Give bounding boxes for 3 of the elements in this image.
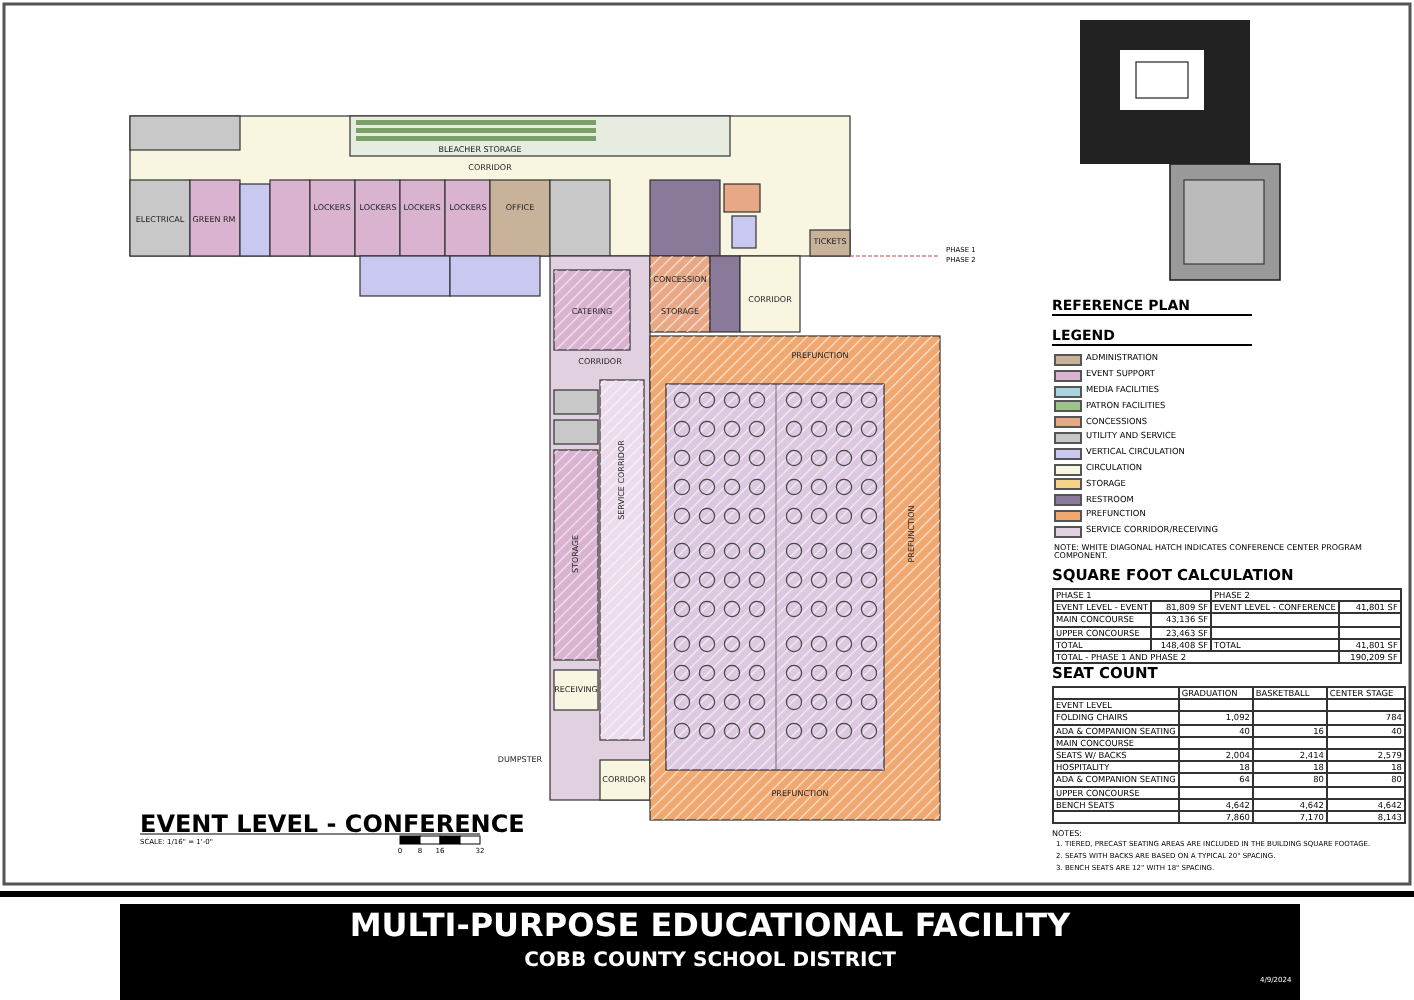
sheet-title: MULTI-PURPOSE EDUCATIONAL FACILITY	[349, 910, 1071, 942]
sheet-subtitle: COBB COUNTY SCHOOL DISTRICT	[524, 952, 896, 972]
plan-title: EVENT LEVEL - CONFERENCE	[140, 812, 525, 836]
